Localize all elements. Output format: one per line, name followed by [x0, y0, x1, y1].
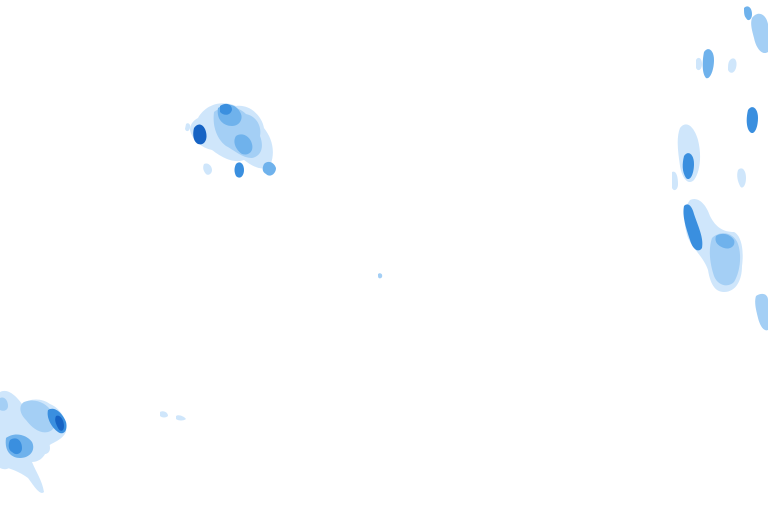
right-edge-band — [672, 6, 768, 331]
echo-medium-dark — [234, 162, 244, 178]
echo-light — [737, 168, 746, 188]
echo-medium — [744, 6, 752, 21]
echo-light — [672, 171, 678, 191]
echo-medium-dark — [682, 153, 694, 180]
echo-light — [176, 415, 186, 421]
echo-dark — [193, 124, 207, 145]
echo-medium — [702, 49, 714, 79]
echo-dark — [55, 415, 64, 431]
echo-medium-light — [378, 273, 383, 279]
echo-light — [185, 123, 191, 132]
echo-medium — [262, 161, 276, 176]
echo-medium-dark — [8, 438, 22, 455]
echo-light — [0, 451, 12, 470]
echo-medium — [234, 134, 253, 155]
echo-light — [696, 57, 702, 71]
upper-left-cell-cluster — [185, 103, 276, 178]
echo-medium-dark — [683, 204, 703, 251]
echo-light — [36, 438, 50, 455]
echo-medium-dark — [220, 103, 232, 115]
echo-medium-light — [0, 397, 8, 411]
echo-light — [203, 163, 212, 175]
echo-light — [160, 411, 168, 418]
echo-medium-light — [751, 13, 768, 54]
echo-medium-light — [20, 400, 56, 433]
isolated-speck — [160, 273, 383, 421]
echo-medium-dark — [746, 107, 758, 134]
lower-left-cluster — [0, 390, 67, 493]
echo-medium-light — [755, 293, 768, 331]
echo-light — [728, 58, 737, 73]
echo-medium — [715, 233, 735, 249]
